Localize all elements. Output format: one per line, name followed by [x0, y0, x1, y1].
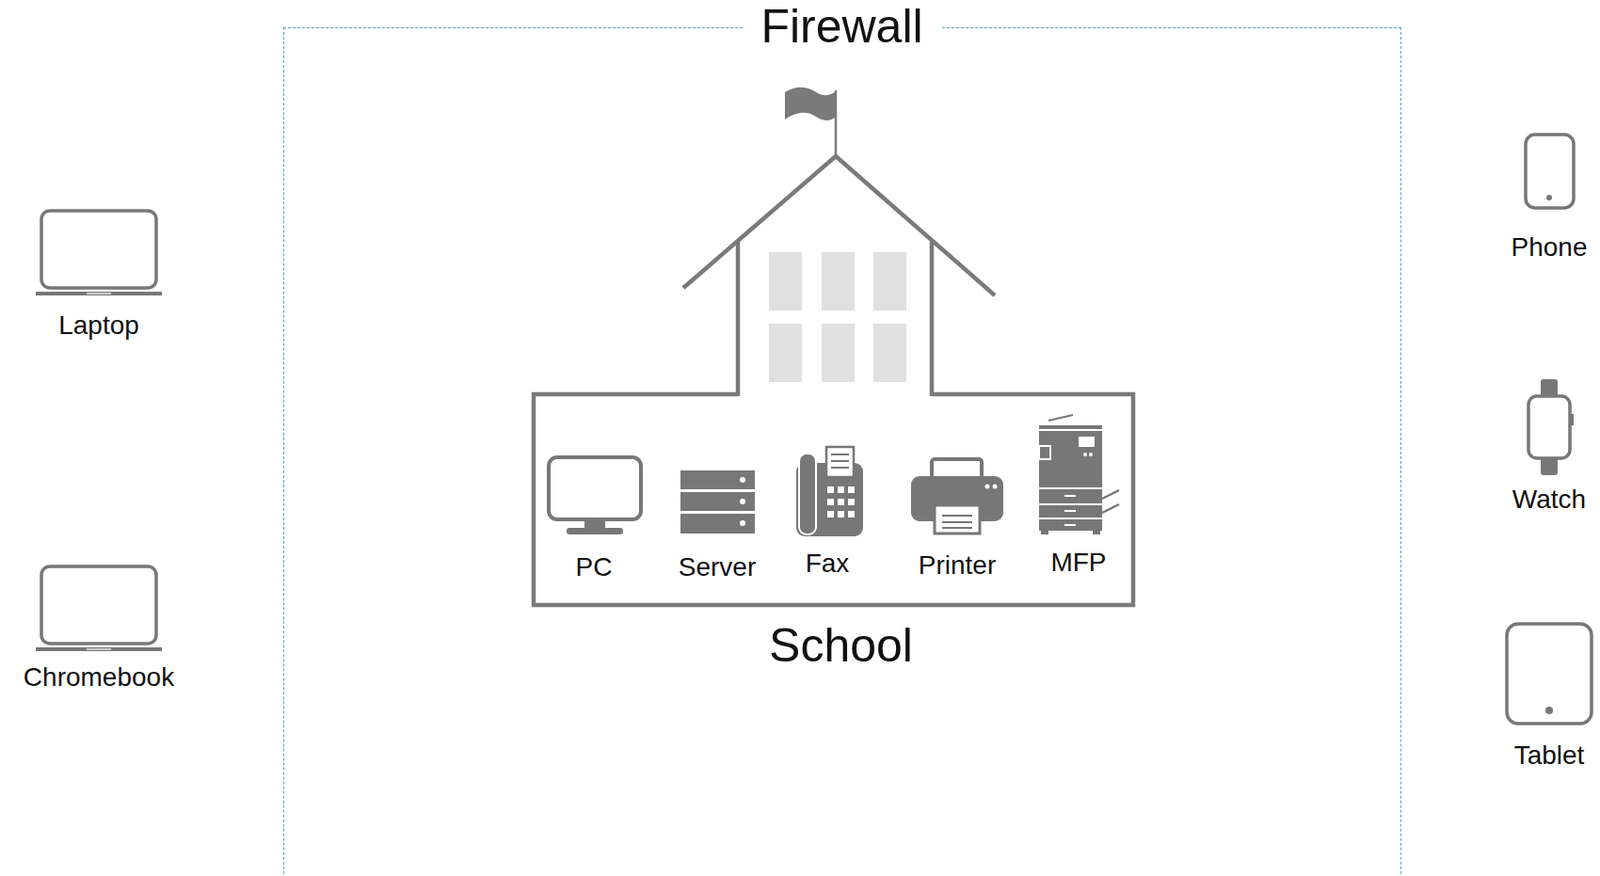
building-outline-part — [768, 252, 802, 311]
building-outline-part — [873, 323, 907, 383]
building-outline-part — [737, 241, 932, 397]
laptop-icon-part — [35, 291, 162, 296]
watch-icon-part — [1569, 414, 1574, 426]
building-outline-part — [821, 252, 855, 311]
printer-icon-part — [942, 521, 973, 524]
chromebook-icon-part — [41, 566, 157, 644]
device-label: Printer — [918, 550, 996, 581]
phone-icon — [1525, 134, 1574, 208]
printer-icon-part — [942, 514, 973, 517]
zone-title: Firewall — [743, 0, 940, 53]
pc-icon — [548, 457, 641, 535]
server-icon-part — [739, 498, 746, 505]
server-icon-part — [739, 477, 746, 483]
fax-icon-part-part — [827, 511, 834, 518]
phone-icon-part — [1546, 194, 1552, 201]
fax-icon-part-part — [837, 498, 845, 506]
mfp-icon-part — [1092, 530, 1101, 535]
fax-icon-part — [827, 486, 855, 518]
server-icon-part — [680, 470, 755, 490]
device-label: Tablet — [1514, 740, 1585, 771]
device-label: Watch — [1512, 484, 1586, 515]
pc-icon-part — [584, 519, 606, 529]
printer-icon-part — [992, 484, 998, 490]
fax-icon-part — [831, 460, 849, 463]
mfp-icon-part — [1048, 415, 1073, 421]
fax-icon-part-part — [837, 486, 845, 494]
building-outline-part — [768, 323, 802, 383]
device-label: MFP — [1050, 547, 1106, 578]
mfp-icon-part — [1064, 510, 1076, 512]
mfp-icon-part — [1039, 519, 1103, 531]
mfp-icon-part — [1083, 452, 1088, 457]
device-label: Chromebook — [23, 662, 175, 693]
printer-icon-part — [934, 505, 980, 534]
device-label: Phone — [1511, 232, 1588, 263]
fax-icon-part-part — [827, 486, 834, 494]
laptop-icon-part — [41, 210, 157, 288]
device-label: Server — [678, 552, 756, 583]
laptop-icon-part — [86, 292, 112, 295]
fax-icon-part-part — [837, 511, 845, 518]
server-icon-part — [739, 520, 746, 527]
server-icon — [680, 470, 755, 534]
tablet-icon-part — [1545, 706, 1553, 715]
fax-icon-part-part — [848, 498, 855, 506]
printer-icon-part — [942, 527, 973, 529]
mfp-icon-part — [1102, 504, 1120, 513]
mfp-icon-part — [1039, 425, 1103, 430]
server-icon-part — [680, 492, 755, 512]
mfp-icon-part — [1064, 524, 1076, 527]
pc-icon-part — [566, 528, 624, 535]
fax-icon-part-part — [827, 498, 834, 506]
fax-icon-part — [831, 453, 849, 456]
pc-icon-part — [548, 457, 641, 520]
building-outline-part — [821, 323, 855, 383]
fax-icon-part — [831, 466, 849, 469]
phone-icon-part — [1525, 134, 1574, 208]
mfp-icon-part — [1039, 446, 1051, 460]
mfp-icon-part — [1040, 530, 1049, 535]
building-outline — [533, 87, 1134, 606]
mfp-icon-part — [1039, 505, 1103, 518]
mfp-icon-part — [1088, 452, 1093, 457]
device-label: Fax — [805, 548, 850, 579]
building-outline — [533, 85, 1134, 688]
chromebook-icon — [35, 566, 162, 650]
laptop-icon — [35, 210, 162, 294]
fax-icon-part — [799, 453, 816, 535]
mfp-icon-part — [1039, 431, 1103, 488]
fax-icon-part-part — [848, 511, 855, 518]
building-outline-part — [834, 90, 838, 157]
mfp-icon — [1039, 415, 1120, 535]
device-label: PC — [576, 552, 613, 583]
building-title: School — [768, 620, 913, 672]
tablet-icon-part — [1506, 624, 1592, 724]
firewall-zone: FirewallSchool — [283, 27, 1402, 876]
fax-icon-part-part — [848, 486, 855, 494]
building-outline-part — [784, 87, 835, 121]
building-outline-part — [873, 252, 907, 311]
school-building: School — [533, 85, 1134, 688]
device-label: Laptop — [58, 310, 140, 341]
printer-icon-part — [985, 484, 991, 490]
mfp-icon-part — [1078, 436, 1095, 448]
chromebook-icon-part — [86, 648, 112, 651]
mfp-icon-part — [1039, 489, 1103, 504]
server-icon-part — [680, 513, 755, 534]
mfp-icon-part — [1064, 495, 1076, 497]
building-outline-part — [533, 394, 1134, 606]
printer-icon — [911, 459, 1004, 534]
fax-icon-part — [826, 447, 854, 478]
watch-icon-part — [1528, 396, 1570, 459]
fax-icon — [796, 447, 864, 537]
tablet-icon — [1506, 624, 1592, 724]
mfp-icon-part — [1102, 490, 1120, 499]
watch-icon — [1528, 379, 1574, 476]
chromebook-icon-part — [35, 647, 162, 652]
